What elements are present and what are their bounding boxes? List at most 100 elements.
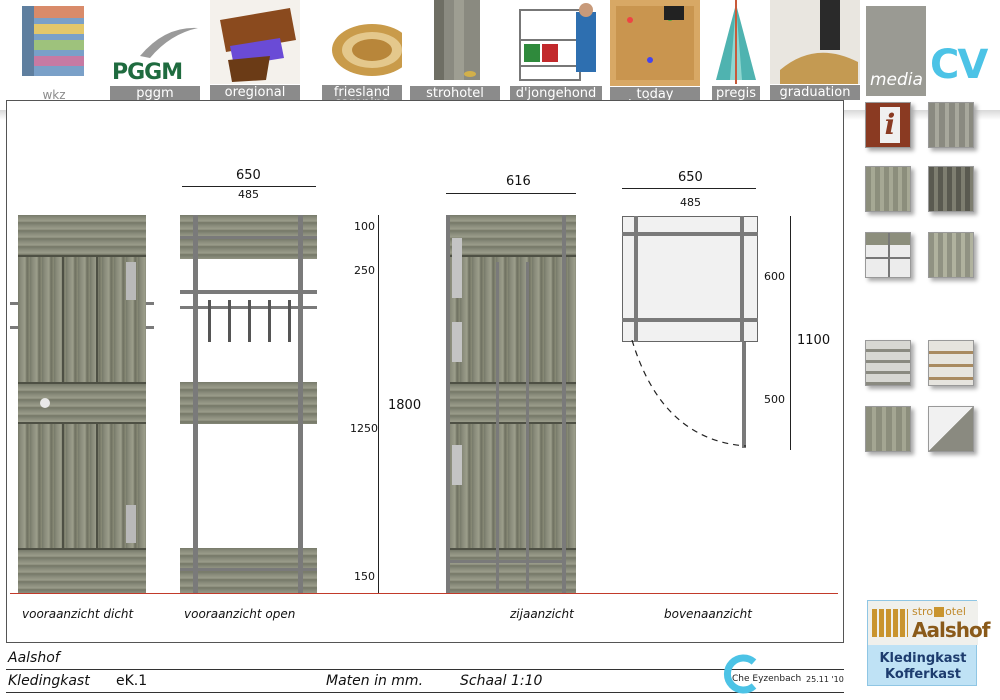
dim-top-door: 500 <box>764 393 785 406</box>
hinge <box>126 262 136 300</box>
nav-item-friesland-campina[interactable]: friesland campina <box>312 0 402 112</box>
title-code: eK.1 <box>116 673 148 689</box>
frame-rod <box>496 262 499 592</box>
drawing-date: 25.11 '10 <box>806 675 844 684</box>
oregional-thumbnail <box>210 0 300 84</box>
frame-rod <box>622 232 758 236</box>
nav-item-strohotel[interactable]: strohotel <box>410 0 500 104</box>
door-rod <box>742 342 746 448</box>
floor-line <box>10 593 838 594</box>
nav-label: graduation <box>770 85 860 100</box>
side-bottom-board <box>448 548 576 593</box>
today-designers-thumbnail <box>610 0 700 86</box>
gallery-thumbnail-9[interactable] <box>928 406 974 452</box>
dimension-line <box>622 188 756 189</box>
coat-hook <box>228 300 231 342</box>
nav-item-pggm[interactable]: PGGM pggm <box>110 0 200 104</box>
dimension-line <box>446 193 576 194</box>
top-navigation: wkz PGGM pggm oregional <box>0 0 1000 120</box>
hinge <box>126 505 136 543</box>
frame-rod <box>193 215 198 593</box>
gallery-thumbnail-3[interactable] <box>928 166 974 212</box>
frame-rod <box>180 236 317 239</box>
front-closed-bottom-board <box>18 548 146 593</box>
designer-name: Che Eyzenbach <box>732 674 802 684</box>
logo-hotel-word: otel <box>945 605 966 618</box>
title-divider <box>6 669 844 670</box>
caption-front-closed: vooraanzicht dicht <box>22 607 134 621</box>
hinge <box>452 322 462 362</box>
pregis-thumbnail <box>712 0 760 84</box>
dim-height-middle: 1250 <box>350 422 378 435</box>
nav-label: d'jongehond <box>510 86 602 101</box>
graduation-thumbnail <box>770 0 860 84</box>
logo-name: Aalshof <box>912 618 990 642</box>
frame-rod <box>446 215 450 593</box>
nav-item-oregional[interactable]: oregional <box>210 0 300 104</box>
dim-top-inner: 485 <box>680 196 701 209</box>
dim-height-bottom: 150 <box>354 570 375 583</box>
dim-top-outer: 650 <box>678 170 703 185</box>
dimension-line <box>182 186 316 187</box>
gallery-thumbnail-8[interactable] <box>865 406 911 452</box>
hinge <box>452 238 462 298</box>
frame-rod <box>622 318 758 322</box>
nav-item-today-designers[interactable]: today designers <box>610 0 700 113</box>
hinge <box>452 445 462 485</box>
gallery-thumbnail-6[interactable] <box>865 340 911 386</box>
frame-rod <box>180 568 317 571</box>
pggm-logo: PGGM <box>110 16 200 86</box>
title-scale: Schaal 1:10 <box>460 673 543 689</box>
hotel-h-icon <box>934 607 945 617</box>
logo-line-1: Kledingkast <box>879 651 967 666</box>
front-open-mid-board <box>180 382 317 424</box>
hook-pin <box>10 302 18 305</box>
nav-item-djongehond[interactable]: d'jongehond <box>510 0 602 104</box>
coat-hook <box>208 300 211 342</box>
hook-pin <box>146 326 154 329</box>
coat-hook <box>288 300 291 342</box>
nav-media-button[interactable]: media <box>866 6 926 96</box>
frame-rod <box>562 215 566 593</box>
gallery-thumbnail-4[interactable] <box>865 232 911 278</box>
coat-hook <box>268 300 271 342</box>
hook-pin <box>146 302 154 305</box>
dimension-line <box>378 215 379 593</box>
dim-height-top: 100 <box>354 220 375 233</box>
djongehond-thumbnail <box>510 0 602 84</box>
gallery-thumbnail-7[interactable] <box>928 340 974 386</box>
wkz-thumbnail <box>14 0 94 82</box>
logo-stro-word: stro <box>912 605 934 618</box>
nav-item-graduation[interactable]: graduation <box>770 0 860 104</box>
thumbnail-detail <box>888 233 890 277</box>
aalshof-logo-card[interactable]: stro otel Aalshof Kledingkast Kofferkast <box>867 600 990 686</box>
info-thumbnail[interactable]: i <box>865 102 911 148</box>
pggm-logo-text: PGGM <box>112 60 183 85</box>
dim-height-second: 250 <box>354 264 375 277</box>
front-closed-mid-board <box>18 382 146 424</box>
designer-logo-icon <box>723 654 757 694</box>
side-top-board <box>448 215 576 257</box>
door-knob <box>40 398 50 408</box>
nav-label: wkz <box>42 88 66 102</box>
nav-label: strohotel <box>410 86 500 101</box>
gallery-thumbnail-5[interactable] <box>928 232 974 278</box>
hanging-rail <box>180 290 317 294</box>
gallery-thumbnail-1[interactable] <box>928 102 974 148</box>
dim-top-depth: 600 <box>764 270 785 283</box>
nav-cv-button[interactable]: CV <box>930 42 988 88</box>
nav-item-pregis[interactable]: pregis <box>712 0 760 104</box>
frame-rod <box>446 560 566 563</box>
frame-rod <box>298 215 303 593</box>
dimension-line <box>790 216 791 450</box>
logo-stro-text: stro otel <box>912 605 966 618</box>
media-label: media <box>870 70 923 90</box>
door-swing-arc <box>631 340 747 447</box>
title-divider <box>6 692 844 693</box>
gallery-thumbnail-2[interactable] <box>865 166 911 212</box>
dim-height-total: 1800 <box>388 398 422 413</box>
nav-item-wkz[interactable]: wkz <box>8 0 100 102</box>
caption-side: zijaanzicht <box>510 607 574 621</box>
title-item: Kledingkast <box>8 673 90 689</box>
logo-line-2: Kofferkast <box>885 667 961 682</box>
